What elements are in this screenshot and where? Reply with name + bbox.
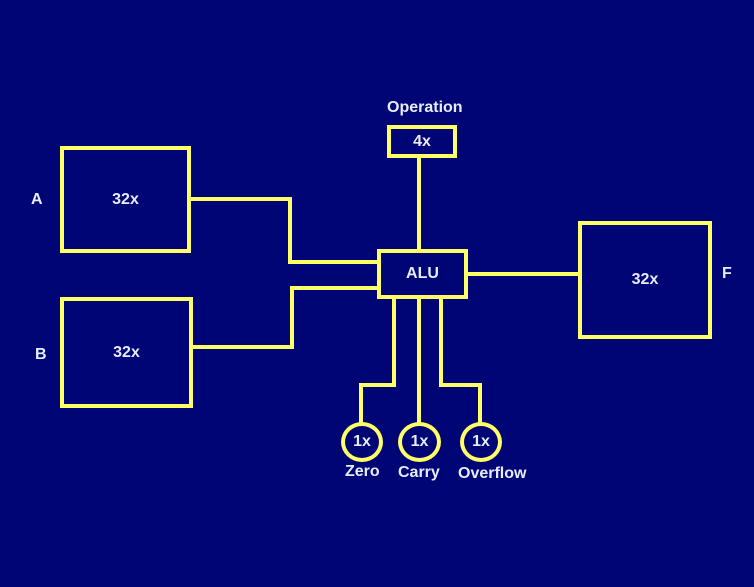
flag-carry-width: 1x [410, 433, 429, 450]
output-f-width: 32x [631, 271, 659, 288]
flag-carry-circle: 1x [398, 422, 441, 462]
flag-zero-width: 1x [353, 433, 371, 450]
operation-label: Operation [387, 99, 463, 116]
flag-zero-circle: 1x [341, 422, 383, 462]
flag-overflow-label: Overflow [458, 465, 527, 482]
flag-zero-label: Zero [345, 463, 380, 480]
flag-overflow-width: 1x [472, 433, 490, 450]
input-a-label: A [31, 191, 43, 208]
input-a-width: 32x [112, 190, 139, 208]
input-b-register: 32x [60, 297, 193, 408]
wire-alu-to-overflow [439, 297, 482, 425]
input-a-register: 32x [60, 146, 191, 253]
output-f-label: F [722, 265, 732, 282]
flag-overflow-circle: 1x [460, 422, 502, 462]
input-b-label: B [35, 346, 47, 363]
operation-width: 4x [413, 132, 431, 150]
alu-block: ALU [377, 249, 468, 299]
alu-label: ALU [406, 265, 439, 282]
operation-register: 4x [387, 125, 457, 158]
flag-carry-label: Carry [398, 464, 440, 481]
wire-a-to-alu [189, 197, 379, 264]
wire-b-to-alu [191, 286, 379, 349]
input-b-width: 32x [113, 343, 140, 361]
output-f-register: 32x [578, 221, 712, 339]
wire-alu-to-zero [359, 297, 396, 425]
